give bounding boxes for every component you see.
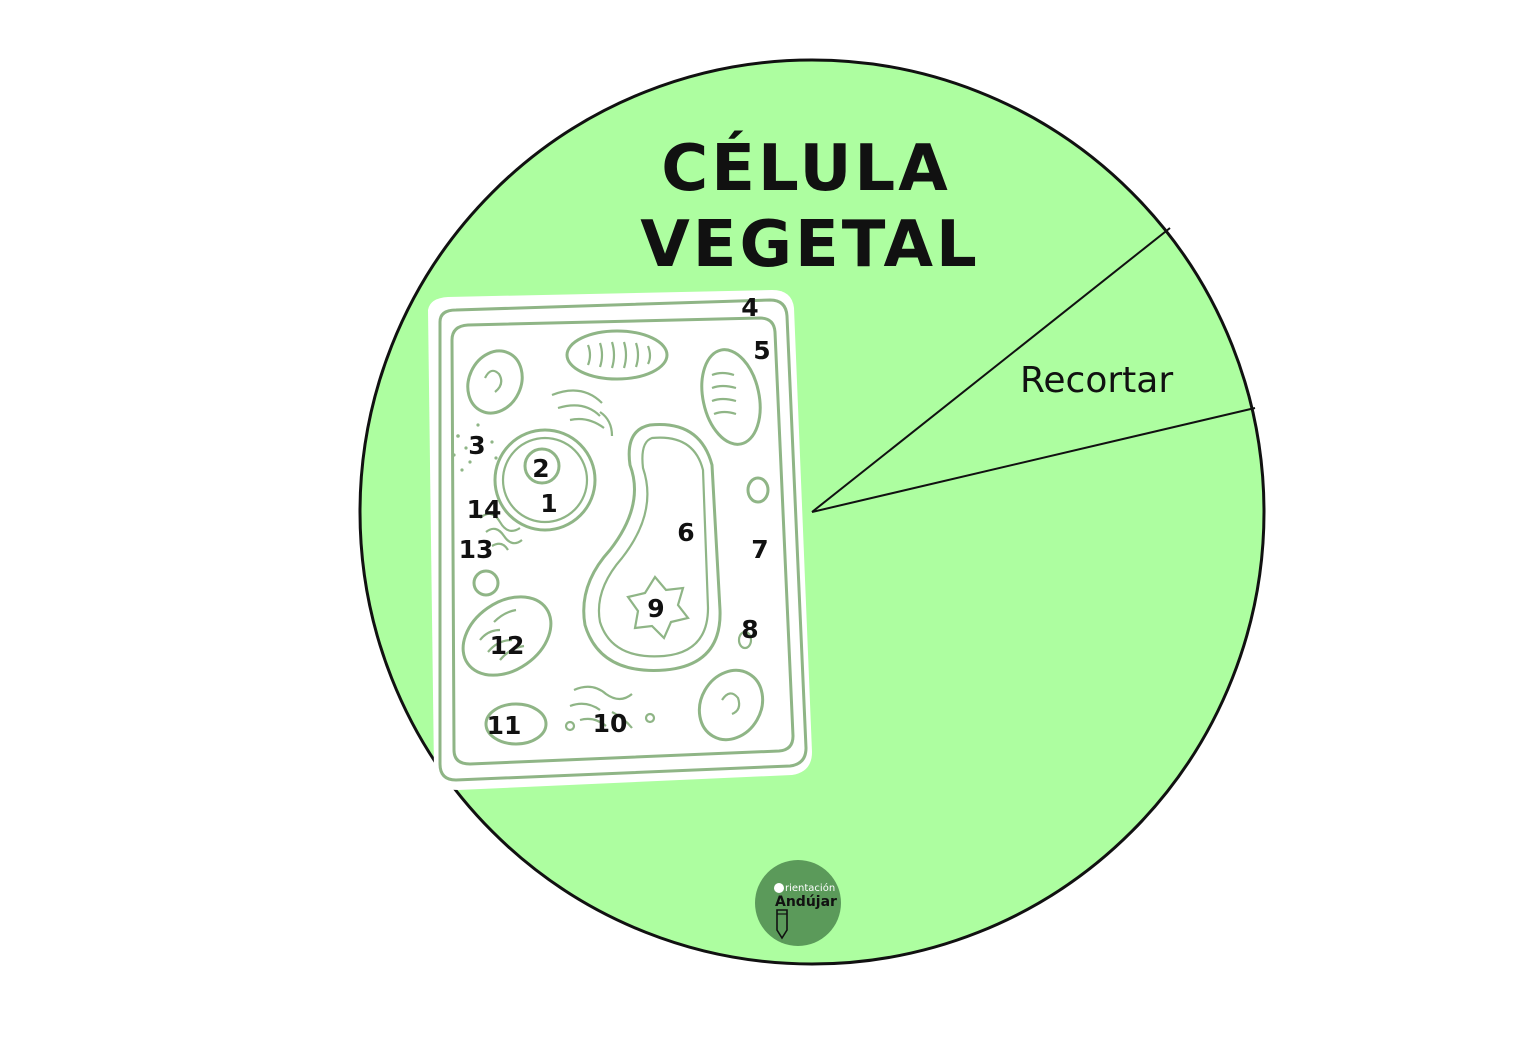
logo-dot [774,883,784,893]
label-6: 6 [677,518,694,547]
endoplasmic-reticulum [479,512,523,551]
mitochondrion-bottom [484,702,548,746]
label-7: 7 [751,535,768,564]
cut-line-upper [811,227,1171,513]
ribosomes [452,423,498,472]
label-3: 3 [468,431,485,460]
cut-wedge[interactable] [811,227,1256,513]
vacuole-inner [597,436,710,658]
nucleus [493,428,597,532]
label-4: 4 [741,293,758,322]
chloroplast-right [700,348,762,446]
number-labels: 1 2 3 4 5 6 7 8 9 10 11 12 13 14 [459,293,771,740]
vesicle-small [737,630,753,650]
label-10: 10 [593,709,628,738]
vacuole [582,423,722,672]
label-14: 14 [467,495,502,524]
logo-big-text: Andújar [775,894,837,910]
chloroplast-bottom [461,595,553,677]
title-line-1: CÉLULA [661,130,950,206]
pencil-icon [776,909,788,940]
label-11: 11 [487,711,522,740]
chloroplast-top [565,329,669,381]
brand-logo: rientación Andújar [755,860,841,946]
label-9: 9 [647,594,664,623]
label-1: 1 [540,489,557,518]
golgi [551,389,614,437]
label-13: 13 [459,535,494,564]
label-8: 8 [741,615,758,644]
label-2: 2 [532,454,549,483]
cut-label: Recortar [1020,360,1173,401]
label-12: 12 [490,631,525,660]
title-line-2: VEGETAL [640,208,980,282]
plant-cell-illustration [428,290,812,790]
mitochondrion-top-left [466,349,524,415]
golgi-bottom [569,685,633,729]
cell-wall [438,298,808,782]
cell-membrane [450,316,795,766]
vesicle-right [746,476,770,504]
nucleus-inner [501,436,589,524]
nucleolus [523,447,561,485]
cut-line-lower [811,407,1256,513]
logo-small-text: rientación [785,882,835,894]
mitochondrion-bottom-right [697,668,765,742]
star-organelle [626,575,690,640]
label-5: 5 [753,336,770,365]
vesicle-left [472,569,500,597]
